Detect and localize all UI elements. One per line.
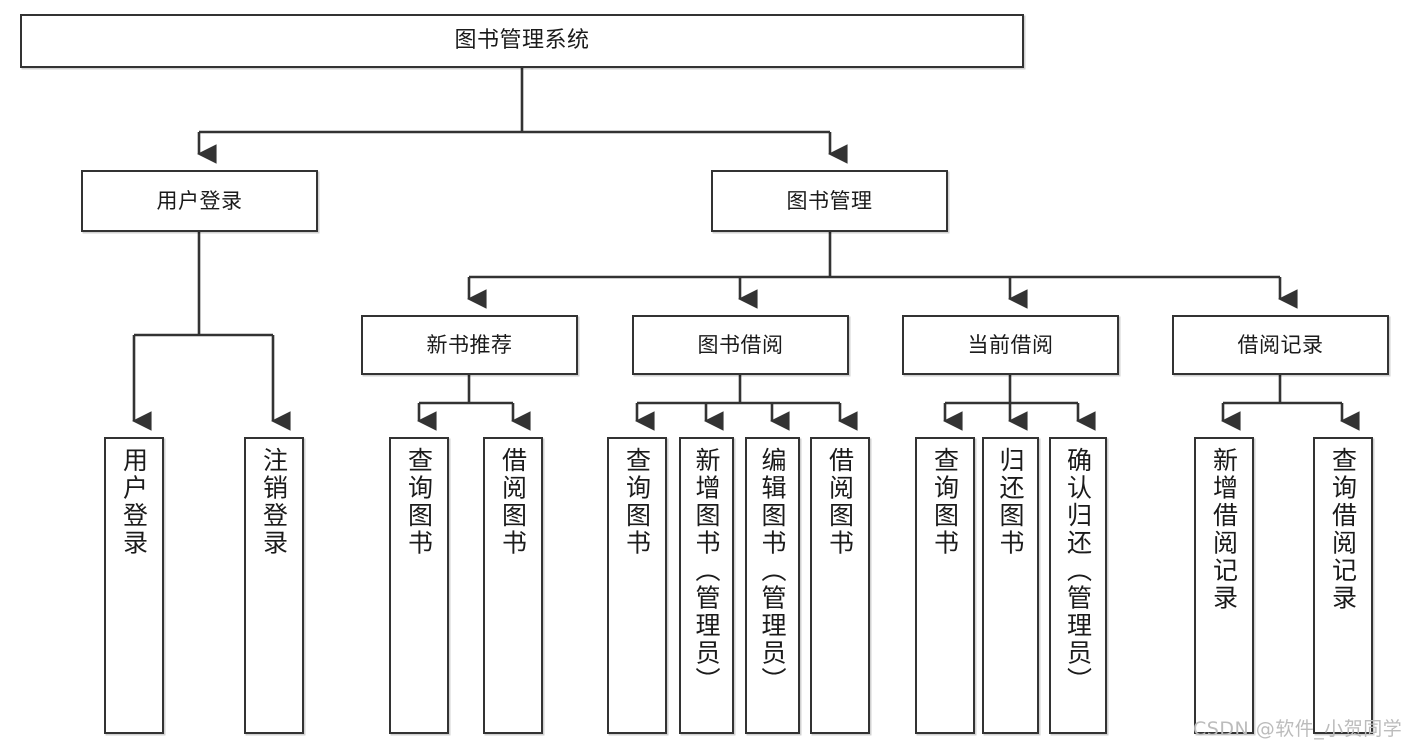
- node-label: 用户登录: [119, 447, 149, 557]
- node-label: 新增借阅记录: [1209, 447, 1239, 612]
- node-label: 借阅记录: [1237, 332, 1324, 357]
- node-label: 注销登录: [259, 447, 289, 557]
- node-current-borrow[interactable]: 当前借阅: [902, 315, 1119, 375]
- node-leaf-logout[interactable]: 注销登录: [244, 437, 304, 734]
- node-leaf-query-book-recommend[interactable]: 查询图书: [389, 437, 449, 734]
- node-book-borrow[interactable]: 图书借阅: [632, 315, 849, 375]
- node-label: 查询借阅记录: [1328, 447, 1358, 612]
- node-label: 借阅图书: [498, 447, 528, 557]
- node-label: 查询图书: [622, 447, 652, 557]
- node-book-management[interactable]: 图书管理: [711, 170, 948, 232]
- node-label: 确认归还（管理员）: [1063, 447, 1093, 695]
- node-label: 借阅图书: [825, 447, 855, 557]
- node-leaf-user-login[interactable]: 用户登录: [104, 437, 164, 734]
- node-label: 图书管理: [786, 188, 873, 213]
- node-leaf-query-book-borrow[interactable]: 查询图书: [607, 437, 667, 734]
- node-leaf-add-borrow-record[interactable]: 新增借阅记录: [1194, 437, 1254, 734]
- node-leaf-confirm-return-admin[interactable]: 确认归还（管理员）: [1049, 437, 1107, 734]
- node-label: 编辑图书（管理员）: [758, 447, 787, 695]
- node-label: 图书管理系统: [454, 28, 590, 54]
- node-label: 归还图书: [996, 447, 1025, 557]
- csdn-watermark: CSDN @软件_小贺同学: [1193, 718, 1403, 740]
- node-borrow-record[interactable]: 借阅记录: [1172, 315, 1389, 375]
- node-leaf-return-book[interactable]: 归还图书: [982, 437, 1039, 734]
- node-label: 图书借阅: [697, 332, 784, 357]
- node-label: 用户登录: [156, 188, 243, 213]
- node-label: 查询图书: [404, 447, 434, 557]
- node-label: 新增图书（管理员）: [692, 447, 721, 695]
- node-leaf-edit-book-admin[interactable]: 编辑图书（管理员）: [745, 437, 800, 734]
- node-user-login[interactable]: 用户登录: [81, 170, 318, 232]
- node-leaf-add-book-admin[interactable]: 新增图书（管理员）: [679, 437, 734, 734]
- node-leaf-borrow-book[interactable]: 借阅图书: [810, 437, 870, 734]
- node-leaf-query-borrow-record[interactable]: 查询借阅记录: [1313, 437, 1373, 734]
- node-leaf-borrow-book-recommend[interactable]: 借阅图书: [483, 437, 543, 734]
- node-leaf-query-book-current[interactable]: 查询图书: [915, 437, 975, 734]
- node-root-book-management-system[interactable]: 图书管理系统: [20, 14, 1024, 68]
- node-new-book-recommend[interactable]: 新书推荐: [361, 315, 578, 375]
- node-label: 新书推荐: [426, 332, 513, 357]
- node-label: 当前借阅: [967, 332, 1054, 357]
- node-label: 查询图书: [930, 447, 960, 557]
